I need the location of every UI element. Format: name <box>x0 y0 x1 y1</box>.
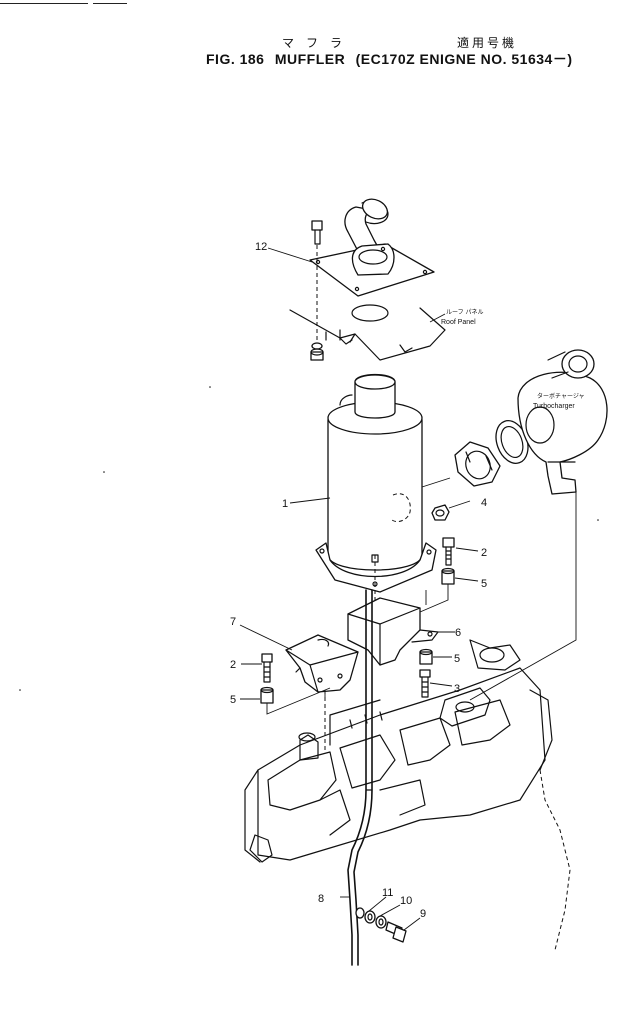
top-rule-right <box>93 3 127 4</box>
figure-number: FIG. 186 <box>206 51 265 67</box>
bolt-2-left <box>241 653 273 683</box>
callout-11: 11 <box>382 887 393 899</box>
callout-2-right: 2 <box>481 547 487 559</box>
callout-5-right: 5 <box>481 578 487 590</box>
spacer-5-center <box>419 648 452 665</box>
figure-spec: (EC170Z ENIGNE NO. 51634－) <box>355 51 573 67</box>
scan-dot <box>103 471 105 473</box>
spacer-5-left <box>240 686 331 715</box>
callout-1: 1 <box>282 498 288 510</box>
figure-title: FIG. 186 MUFFLER (EC170Z ENIGNE NO. 5163… <box>206 49 579 69</box>
callout-5-left: 5 <box>230 694 236 706</box>
turbocharger <box>469 349 608 701</box>
flange-plate <box>309 243 435 297</box>
turbocharger-label: Turbocharger <box>533 403 575 410</box>
nut-12 <box>310 342 324 361</box>
bolt-2-right <box>442 537 479 566</box>
scan-dot <box>597 519 599 521</box>
scan-dot <box>19 689 21 691</box>
callout-7: 7 <box>230 616 236 628</box>
muffler-body <box>315 373 437 600</box>
callout-5-center: 5 <box>454 653 460 665</box>
bolt-12 <box>311 220 323 345</box>
leader-1 <box>289 497 331 504</box>
callout-8: 8 <box>318 893 324 905</box>
japanese-title: マフラ <box>282 36 355 50</box>
callout-2-left: 2 <box>230 659 236 671</box>
roof-panel-label: Roof Panel <box>441 319 476 326</box>
callout-10: 10 <box>400 895 412 907</box>
spacer-5-right <box>419 567 479 613</box>
japanese-applicability: 適用号機 <box>457 36 518 50</box>
turbocharger-jp-label: ターボチャージャ <box>537 392 585 400</box>
engine-manifold <box>244 639 571 951</box>
scan-dot <box>209 386 211 388</box>
roof-panel-jp-label: ルーフ パネル <box>446 309 484 316</box>
callout-9: 9 <box>420 908 426 920</box>
banjo-fitting <box>355 896 421 943</box>
roof-panel <box>289 304 446 361</box>
leader-12 <box>267 247 313 263</box>
callout-6: 6 <box>455 627 461 639</box>
figure-name: MUFFLER <box>274 51 346 67</box>
bracket-6 <box>347 597 455 666</box>
outlet-flange <box>421 441 501 605</box>
callout-12: 12 <box>255 241 267 253</box>
nut-4 <box>431 500 471 521</box>
gasket <box>495 420 529 464</box>
bracket-7 <box>239 624 359 693</box>
bolt-3 <box>419 669 453 698</box>
top-rule-left <box>0 3 88 4</box>
callout-3: 3 <box>454 683 460 695</box>
callout-4: 4 <box>481 497 487 509</box>
